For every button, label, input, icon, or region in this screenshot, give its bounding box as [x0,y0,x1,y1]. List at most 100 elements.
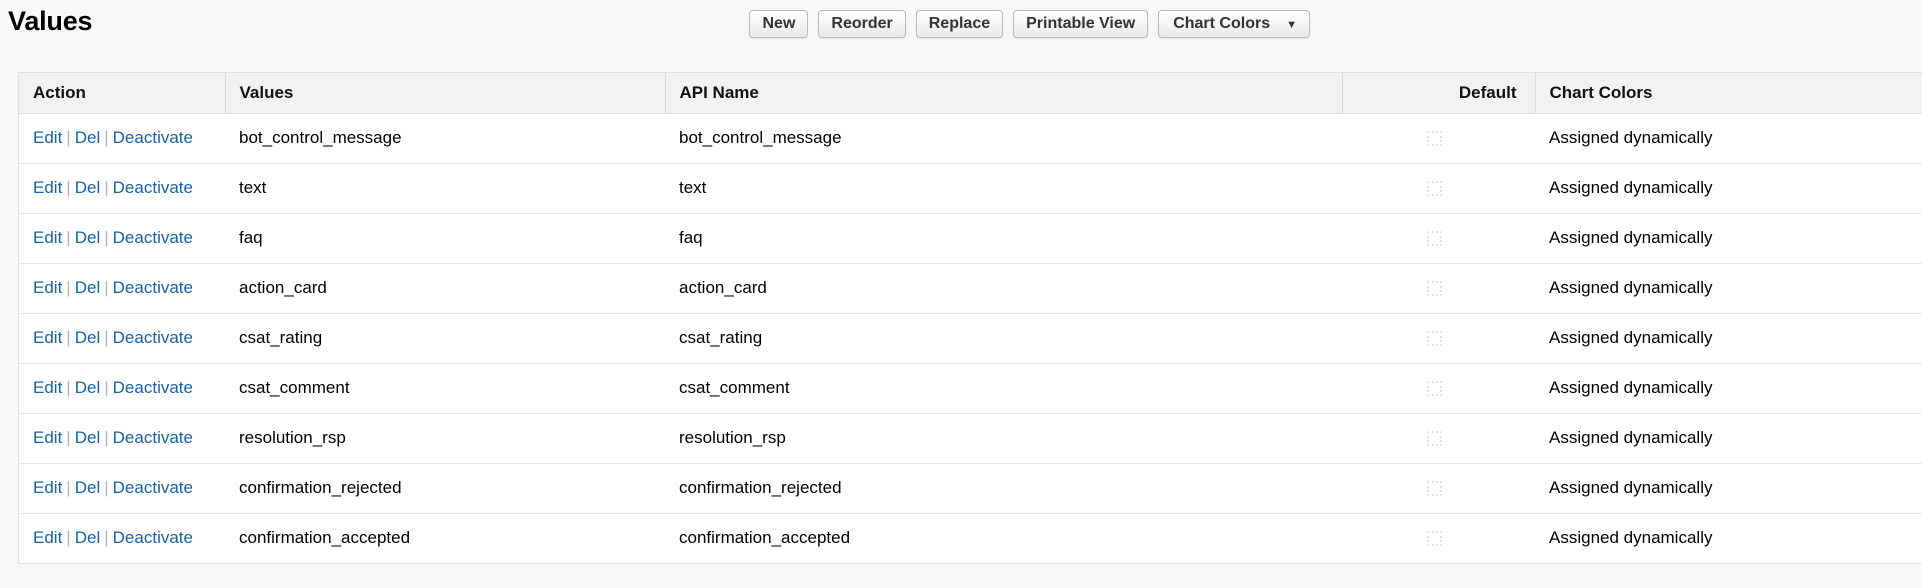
row-del-link[interactable]: Del [74,378,101,397]
column-header-action[interactable]: Action [19,73,225,114]
new-button[interactable]: New [749,10,809,38]
cell-default [1342,363,1535,414]
cell-action: Edit|Del|Deactivate [19,363,225,414]
cell-api-name: confirmation_accepted [665,513,1342,563]
action-separator: | [66,328,71,347]
replace-button[interactable]: Replace [915,10,1004,38]
cell-api-name: faq [665,213,1342,264]
row-del-link[interactable]: Del [74,228,101,247]
cell-chart-color: Assigned dynamically [1535,263,1922,314]
reorder-button[interactable]: Reorder [818,10,906,38]
chevron-down-icon: ▼ [1286,18,1297,31]
row-edit-link[interactable]: Edit [33,428,63,447]
row-edit-link[interactable]: Edit [33,478,63,497]
row-del-link[interactable]: Del [74,478,101,497]
default-checkbox [1427,331,1442,347]
cell-chart-color: Assigned dynamically [1535,163,1922,214]
toolbar-button-group: New Reorder Replace Printable View Chart… [749,10,1310,38]
row-deactivate-link[interactable]: Deactivate [112,428,193,447]
chart-colors-dropdown-button[interactable]: Chart Colors ▼ [1158,10,1310,38]
action-separator: | [104,178,109,197]
action-separator: | [104,378,109,397]
cell-value: csat_rating [225,313,665,364]
cell-value: csat_comment [225,363,665,414]
cell-value: confirmation_accepted [225,513,665,563]
row-deactivate-link[interactable]: Deactivate [112,278,193,297]
column-header-default[interactable]: Default [1341,73,1535,114]
default-checkbox [1427,281,1442,297]
printable-view-button[interactable]: Printable View [1013,10,1149,38]
default-checkbox [1427,431,1442,447]
cell-api-name: confirmation_rejected [665,463,1342,514]
row-del-link[interactable]: Del [74,528,101,548]
cell-action: Edit|Del|Deactivate [19,413,225,464]
cell-api-name: resolution_rsp [665,413,1342,464]
cell-chart-color: Assigned dynamically [1535,113,1922,164]
row-edit-link[interactable]: Edit [33,178,63,197]
cell-chart-color: Assigned dynamically [1535,413,1922,464]
cell-value: bot_control_message [225,113,665,164]
row-del-link[interactable]: Del [74,278,101,297]
cell-default [1342,263,1535,314]
row-del-link[interactable]: Del [74,428,101,447]
row-edit-link[interactable]: Edit [33,328,63,347]
cell-api-name: csat_comment [665,363,1342,414]
row-del-link[interactable]: Del [74,178,101,197]
cell-default [1342,413,1535,464]
row-del-link[interactable]: Del [74,328,101,347]
default-checkbox [1427,531,1442,547]
action-separator: | [66,178,71,197]
action-separator: | [104,478,109,497]
default-checkbox [1427,131,1442,147]
cell-value: resolution_rsp [225,413,665,464]
page-toolbar: Values New Reorder Replace Printable Vie… [0,0,1922,56]
row-deactivate-link[interactable]: Deactivate [112,128,193,147]
row-edit-link[interactable]: Edit [33,278,63,297]
cell-api-name: text [665,163,1342,214]
row-deactivate-link[interactable]: Deactivate [112,478,193,497]
cell-default [1342,463,1535,514]
cell-action: Edit|Del|Deactivate [19,263,225,314]
row-deactivate-link[interactable]: Deactivate [112,178,193,197]
action-separator: | [66,278,71,297]
row-edit-link[interactable]: Edit [33,528,63,548]
default-checkbox [1427,181,1442,197]
column-header-values[interactable]: Values [224,73,665,114]
action-separator: | [104,228,109,247]
default-checkbox [1427,231,1442,247]
values-table-container: Action Values API Name Default Chart Col… [18,72,1922,564]
column-header-chart-colors[interactable]: Chart Colors [1534,73,1922,114]
column-header-api-name[interactable]: API Name [664,73,1342,114]
row-deactivate-link[interactable]: Deactivate [112,328,193,347]
row-edit-link[interactable]: Edit [33,228,63,247]
cell-action: Edit|Del|Deactivate [19,313,225,364]
action-separator: | [66,378,71,397]
cell-chart-color: Assigned dynamically [1535,213,1922,264]
cell-action: Edit|Del|Deactivate [19,113,225,164]
row-edit-link[interactable]: Edit [33,378,63,397]
cell-api-name: action_card [665,263,1342,314]
cell-default [1342,513,1535,563]
row-deactivate-link[interactable]: Deactivate [112,528,193,548]
action-separator: | [104,428,109,447]
row-deactivate-link[interactable]: Deactivate [112,228,193,247]
row-deactivate-link[interactable]: Deactivate [112,378,193,397]
row-del-link[interactable]: Del [74,128,101,147]
action-separator: | [66,478,71,497]
cell-default [1342,213,1535,264]
row-edit-link[interactable]: Edit [33,128,63,147]
cell-action: Edit|Del|Deactivate [19,163,225,214]
cell-action: Edit|Del|Deactivate [19,463,225,514]
action-separator: | [66,428,71,447]
cell-default [1342,313,1535,364]
action-separator: | [104,128,109,147]
cell-default [1342,163,1535,214]
